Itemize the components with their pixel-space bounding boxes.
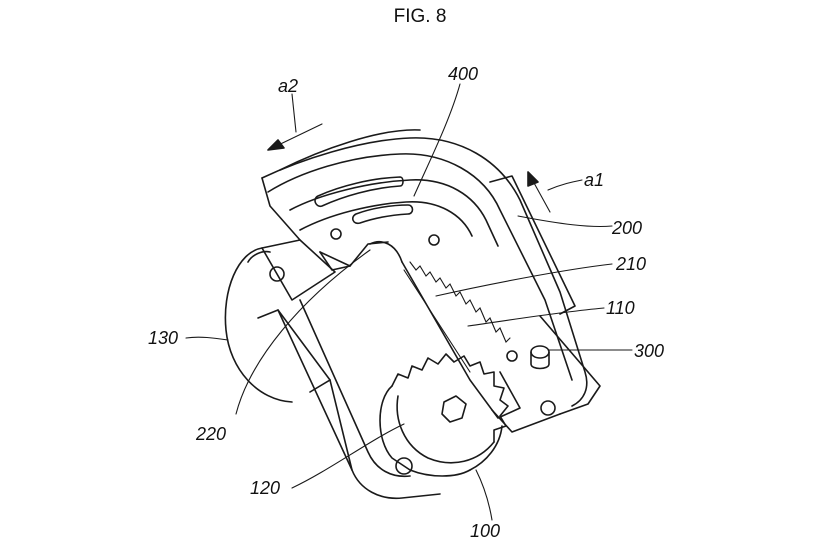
- label-a1: a1: [584, 170, 604, 190]
- label-220: 220: [195, 424, 226, 444]
- rack-210: [369, 240, 521, 419]
- label-300: 300: [634, 341, 664, 361]
- label-100: 100: [470, 521, 500, 541]
- gear-100: [379, 353, 509, 477]
- label-120: 120: [250, 478, 280, 498]
- slider-plate-400: [289, 176, 499, 271]
- arrow-a1: [527, 171, 583, 213]
- main-body-plate: [277, 299, 441, 500]
- label-210: 210: [615, 254, 646, 274]
- label-200: 200: [611, 218, 642, 238]
- label-a2: a2: [278, 76, 298, 96]
- leader-lines: [185, 83, 633, 521]
- label-130: 130: [148, 328, 178, 348]
- label-110: 110: [606, 298, 635, 318]
- pin-300: [506, 345, 550, 370]
- housing-130: [224, 239, 336, 403]
- arrow-a2: [267, 93, 323, 151]
- label-400: 400: [448, 64, 478, 84]
- figure-title: FIG. 8: [393, 6, 447, 27]
